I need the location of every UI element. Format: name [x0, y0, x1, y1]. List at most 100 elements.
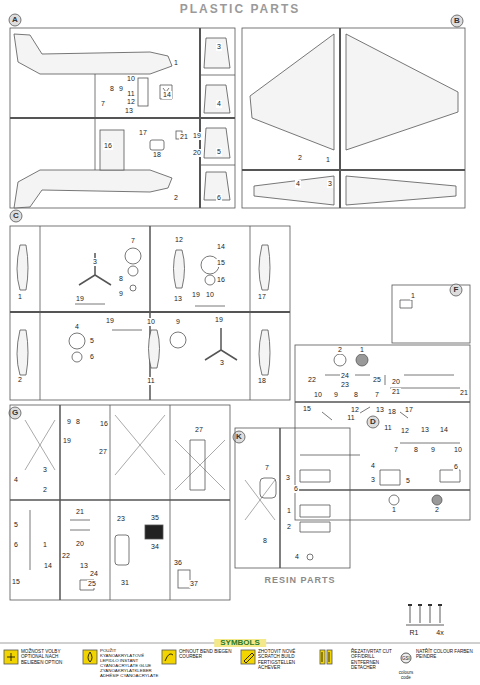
resin-part-label: 4x [435, 629, 444, 637]
callout-number: 2 [286, 523, 292, 531]
sprue-letter: G [11, 409, 19, 417]
callout-number: 13 [173, 295, 183, 303]
callout-number: 9 [66, 418, 72, 426]
sprue-line [4, 650, 18, 664]
callout-number: 7 [393, 446, 399, 454]
sprue-line [100, 130, 124, 170]
callout-number: 3 [219, 359, 225, 367]
callout-number: 5 [89, 337, 95, 345]
legend-heading: SYMBOLS [214, 639, 266, 647]
callout-number: 13 [124, 107, 134, 115]
callout-number: 10 [205, 291, 215, 299]
sprue-line [170, 332, 186, 348]
callout-number: 21 [391, 388, 401, 396]
callout-number: 16 [216, 276, 226, 284]
sprue-line [150, 140, 164, 150]
sprue-line [95, 118, 96, 170]
callout-number: 5 [405, 477, 411, 485]
callout-number: 9 [118, 290, 124, 298]
callout-number: 2 [434, 506, 440, 514]
sprue-line [242, 28, 465, 208]
callout-number: 12 [126, 98, 136, 106]
sprue-line [204, 38, 230, 200]
sprue-k [233, 428, 350, 568]
sprue-line [10, 405, 230, 600]
sprue-line [14, 34, 172, 74]
callout-number: 14 [439, 426, 449, 434]
callout-number: 13 [79, 562, 89, 570]
callout-number: 2 [17, 376, 23, 384]
callout-number: 9 [430, 446, 436, 454]
callout-number: 4 [216, 100, 222, 108]
callout-number: 20 [192, 149, 202, 157]
callout-number: 25 [372, 376, 382, 384]
sprue-line [295, 489, 470, 491]
legend-text: ZHOTOVIT NOVÉ SCRATCH BUILD FERTIGSTELLE… [258, 649, 317, 670]
sprue-line [149, 226, 151, 400]
sprue-letter: C [12, 212, 20, 220]
resin-pins [406, 605, 444, 625]
legend-text: POUŽIT KYANOAKRYLÁTOVÉ LEPIDLO INSTANT C… [100, 649, 159, 679]
legend-text: NATŘÍT COLOUR FARBEN PEINDRE [416, 649, 475, 660]
callout-number: 25 [87, 580, 97, 588]
sprue-line [162, 650, 176, 664]
sprue-line [10, 226, 290, 400]
callout-number: 27 [194, 426, 204, 434]
sprue-line [83, 650, 97, 664]
callout-number: 3 [327, 180, 333, 188]
callout-number: 1 [286, 507, 292, 515]
callout-number: 35 [150, 514, 160, 522]
sprue-a [9, 14, 463, 208]
sprue-line [25, 415, 225, 490]
sprue-line [260, 478, 276, 498]
callout-number: 21 [459, 389, 469, 397]
callout-number: 14 [162, 91, 172, 99]
sprue-line [392, 285, 470, 343]
sprue-line [9, 14, 21, 26]
callout-number: 7 [264, 464, 270, 472]
sprue-line [322, 407, 408, 420]
callout-number: 1 [173, 59, 179, 67]
sprue-line [10, 499, 230, 501]
callout-number: 1 [410, 292, 416, 300]
resin-part-label: R1 [409, 629, 420, 637]
callout-number: 3 [42, 466, 48, 474]
sprue-line [200, 165, 235, 166]
sprue-g [9, 405, 230, 600]
sprue-line [307, 554, 313, 560]
callout-number: 14 [43, 562, 53, 570]
callout-number: 4 [294, 553, 300, 561]
callout-number: 2 [337, 346, 343, 354]
sprue-line [300, 470, 330, 532]
callout-number: 11 [346, 414, 355, 422]
callout-number: 6 [293, 485, 299, 493]
callout-number: 36 [173, 559, 183, 567]
sprue-line [130, 285, 136, 291]
legend-text: ŘEZAT/VRTAT CUT OFF/DRILL ENTFERNEN DETA… [351, 649, 396, 670]
callout-number: 37 [189, 580, 199, 588]
callout-number: 1 [391, 506, 397, 514]
sprue-line [205, 275, 215, 285]
sprue-line [10, 210, 22, 222]
callout-number: 16 [99, 420, 109, 428]
sprue-line [356, 354, 368, 366]
sprue-line [199, 28, 201, 208]
callout-number: 14 [216, 243, 226, 251]
sprue-line [9, 407, 21, 419]
callout-number: 3 [92, 258, 98, 266]
callout-number: 19 [105, 317, 115, 325]
sprue-line [145, 525, 163, 539]
callout-number: 16 [103, 142, 113, 150]
callout-number: 8 [262, 537, 268, 545]
sprue-line [200, 75, 235, 76]
sprue-f [392, 284, 470, 343]
sprue-line [14, 170, 172, 208]
page-title: PLASTIC PARTS [0, 2, 480, 16]
callout-number: 24 [89, 570, 99, 578]
callout-number: 1 [42, 541, 48, 549]
legend-text: OHNOUT BEND BIEGEN COURBER [179, 649, 238, 660]
sprue-line [250, 34, 458, 150]
callout-number: 31 [120, 579, 130, 587]
callout-number: 1 [359, 346, 365, 354]
sprue-line [75, 304, 225, 330]
